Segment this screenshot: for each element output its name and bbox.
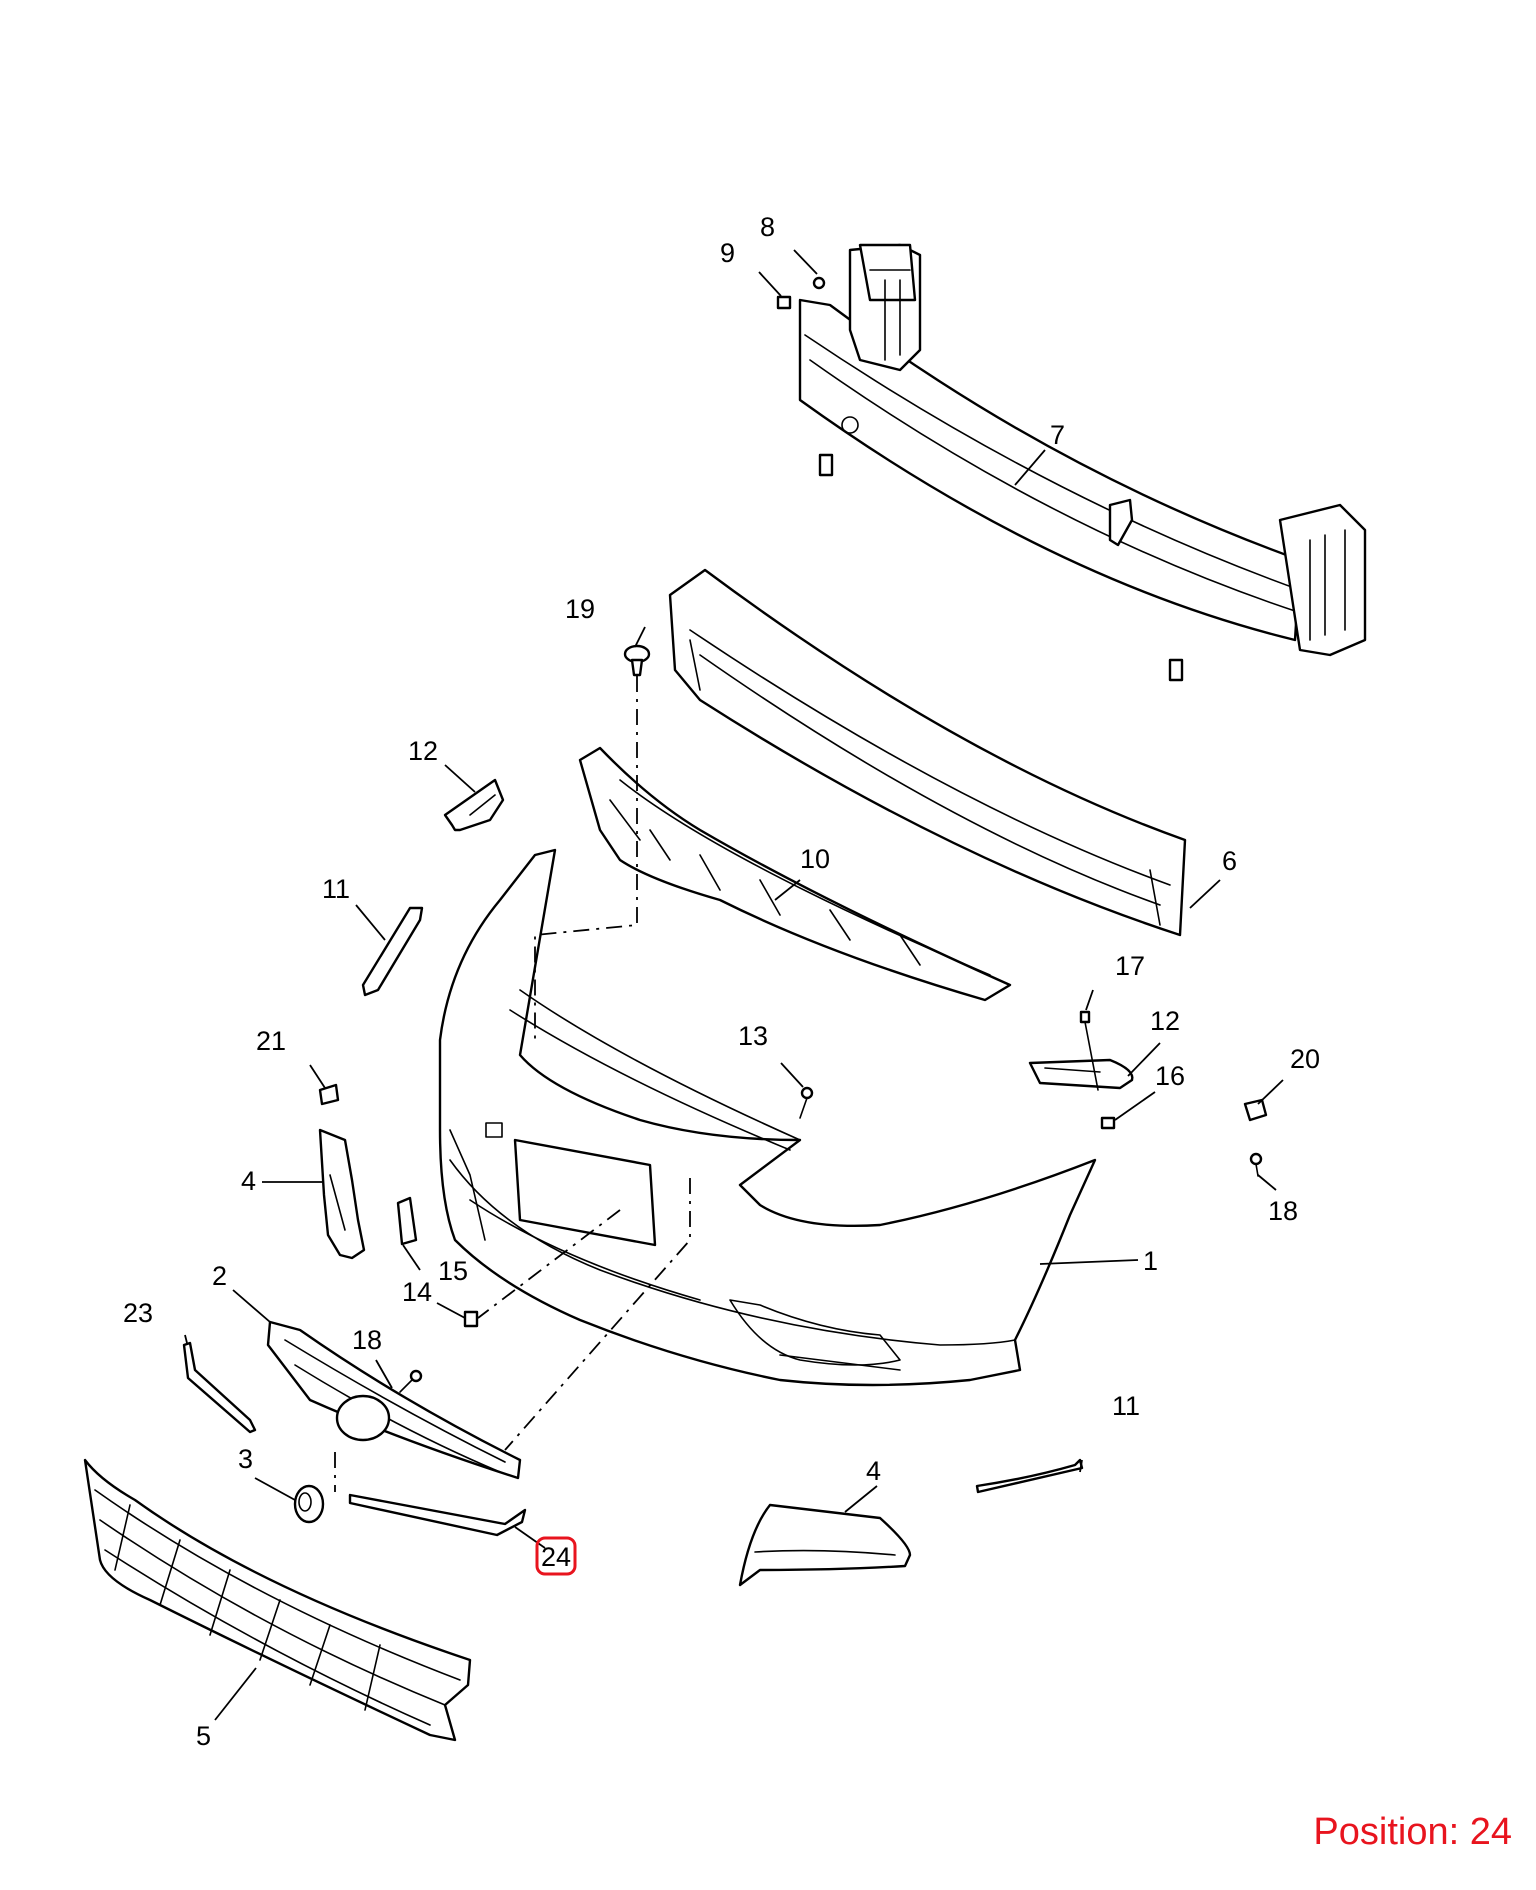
part-11-trim-strip-left[interactable] [361, 906, 424, 997]
callout-5[interactable]: 5 [196, 1721, 211, 1751]
callout-1[interactable]: 1 [1143, 1246, 1158, 1276]
part-19-push-clip[interactable] [623, 644, 651, 677]
callout-2[interactable]: 2 [212, 1261, 227, 1291]
callout-14[interactable]: 14 [402, 1277, 432, 1307]
part-24-trim-moulding[interactable] [348, 1493, 527, 1537]
part-3-emblem[interactable] [293, 1484, 325, 1524]
callout-11-left[interactable]: 11 [322, 874, 350, 904]
part-12-bracket-left[interactable] [443, 778, 505, 832]
callout-24[interactable]: 24 [541, 1542, 571, 1572]
part-20-clip[interactable] [1243, 1098, 1268, 1122]
callout-15[interactable]: 15 [438, 1256, 468, 1286]
position-indicator: Position: 24 [1313, 1811, 1512, 1854]
callout-24-highlight [535, 1536, 577, 1576]
assembly-lines [334, 676, 691, 1492]
callout-6[interactable]: 6 [1222, 846, 1237, 876]
callout-18-right[interactable]: 18 [1268, 1196, 1298, 1226]
part-10-upper-support[interactable] [578, 746, 1012, 1002]
callout-13[interactable]: 13 [738, 1021, 768, 1051]
callout-18-left[interactable]: 18 [352, 1325, 382, 1355]
part-15-cover[interactable] [396, 1196, 418, 1246]
part-8-nut[interactable] [812, 276, 826, 290]
callout-12-right[interactable]: 12 [1150, 1006, 1180, 1036]
part-1-bumper-fascia[interactable] [438, 848, 1097, 1387]
part-6-energy-absorber[interactable] [668, 568, 1187, 937]
part-11-trim-strip-right[interactable] [975, 1458, 1084, 1494]
callout-21[interactable]: 21 [256, 1026, 286, 1056]
part-7-reinforcement-bar[interactable] [798, 243, 1367, 682]
callout-labels: 1 2 3 4 4 5 6 7 8 9 10 11 11 12 12 13 14… [123, 212, 1320, 1751]
callout-11-right[interactable]: 11 [1112, 1391, 1140, 1421]
callout-16[interactable]: 16 [1155, 1061, 1185, 1091]
part-14-clip[interactable] [463, 1310, 479, 1328]
part-18-screw-left[interactable] [399, 1369, 423, 1393]
callout-17[interactable]: 17 [1115, 951, 1145, 981]
callout-12-left[interactable]: 12 [408, 736, 438, 766]
part-13-screw[interactable] [799, 1086, 814, 1119]
callout-4-right[interactable]: 4 [866, 1456, 881, 1486]
callout-23[interactable]: 23 [123, 1298, 153, 1328]
callout-19[interactable]: 19 [565, 594, 595, 624]
part-9-screw[interactable] [776, 295, 792, 310]
part-2-upper-grille[interactable] [266, 1320, 522, 1480]
callout-4-left[interactable]: 4 [241, 1166, 256, 1196]
part-5-lower-grille[interactable] [83, 1458, 472, 1742]
callout-10[interactable]: 10 [800, 844, 830, 874]
part-4-bezel-left[interactable] [318, 1128, 366, 1260]
part-23-chrome-strip[interactable] [182, 1341, 257, 1434]
part-18-screw-right[interactable] [1249, 1152, 1263, 1177]
callout-8[interactable]: 8 [760, 212, 775, 242]
part-21-clip[interactable] [318, 1083, 340, 1106]
callout-20[interactable]: 20 [1290, 1044, 1320, 1074]
position-value: 24 [1469, 1811, 1512, 1853]
leader-lines [184, 249, 1284, 1721]
callout-9[interactable]: 9 [720, 238, 735, 268]
callout-7[interactable]: 7 [1050, 420, 1065, 450]
part-17-screw[interactable] [1079, 1010, 1099, 1091]
callout-3[interactable]: 3 [238, 1444, 253, 1474]
part-4-bezel-right[interactable] [738, 1503, 912, 1587]
part-16-screw[interactable] [1100, 1116, 1116, 1130]
position-prefix: Position: [1313, 1811, 1460, 1853]
part-12-bracket-right[interactable] [1028, 1058, 1134, 1090]
